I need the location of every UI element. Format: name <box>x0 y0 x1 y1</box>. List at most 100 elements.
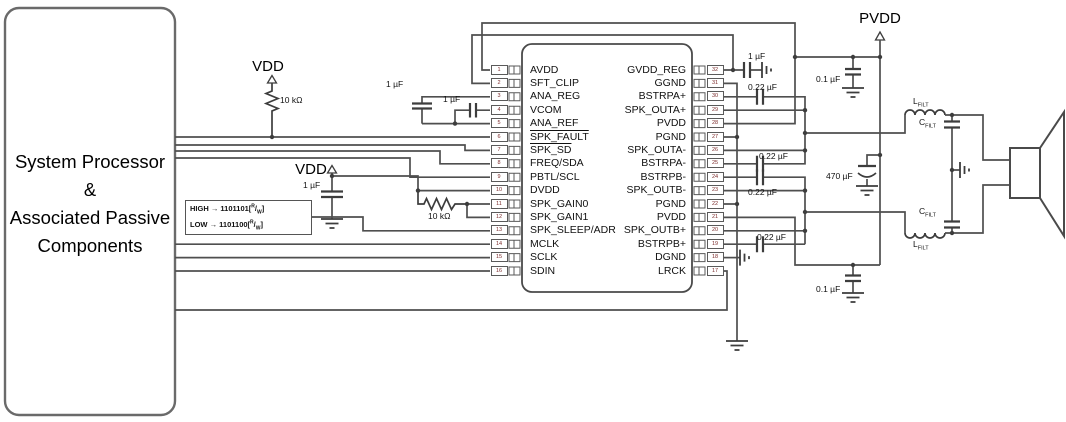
wire-lrck-return <box>175 270 728 311</box>
wire-spkoutbM <box>724 189 806 245</box>
pin-label-pgnd2: PGND <box>655 197 686 210</box>
pin-label-gvdd-reg: GVDD_REG <box>627 63 686 76</box>
wire-speaker <box>952 114 1010 234</box>
pin-number: 21 <box>706 211 724 222</box>
pin-number: 16 <box>490 265 508 276</box>
pin-label-dvdd: DVDD <box>530 184 560 197</box>
vdd-dvdd-label: VDD <box>295 161 327 178</box>
pin-number: 3 <box>490 91 508 102</box>
adr-close: ] <box>261 203 265 213</box>
pin-label-spk-sd: SPK_SD <box>530 144 572 157</box>
pin-number: 12 <box>490 211 508 222</box>
pin-label-pvdd2: PVDD <box>656 210 686 223</box>
pin-number: 29 <box>706 104 724 115</box>
pin-label-ana-reg: ANA_REG <box>530 90 581 103</box>
pin-label-spk-outb-minus: SPK_OUTB- <box>626 184 686 197</box>
pin-number: 10 <box>490 185 508 196</box>
pin-label-mclk: MCLK <box>530 237 560 250</box>
gain-resistor-value: 10 kΩ <box>428 211 451 221</box>
pin-label-spk-outa-plus: SPK_OUTA+ <box>624 103 686 116</box>
c-filt-bottom-label: CFILT <box>919 207 936 219</box>
processor-line: & <box>83 179 97 200</box>
cap-ana-reg <box>412 102 432 110</box>
pin-number: 30 <box>706 91 724 102</box>
cap-bulk-value: 470 µF <box>826 171 853 181</box>
pin-label-sdin: SDIN <box>530 264 556 277</box>
pin-label-dgnd: DGND <box>655 251 686 264</box>
l-filt-top-label: LFILT <box>913 97 929 109</box>
pin-number: 7 <box>490 145 508 156</box>
adr-low-text: LOW → 1101100[ <box>190 219 251 229</box>
pin-number: 13 <box>490 225 508 236</box>
pin-label-bstrpb-minus: BSTRPB- <box>640 170 686 183</box>
l-filt-bottom-label: LFILT <box>913 240 929 252</box>
adr-rw-sub: W <box>257 209 262 215</box>
pin-label-avdd: AVDD <box>530 63 559 76</box>
wire-bstrpb-minus <box>724 176 806 191</box>
adr-rw-sup: R <box>251 203 255 209</box>
speaker-icon <box>1009 108 1065 240</box>
pin-number: 23 <box>706 185 724 196</box>
adr-close: ] <box>260 219 263 229</box>
system-processor-box <box>3 6 177 417</box>
wire-bstrpa-minus <box>724 150 806 165</box>
cap-bstrpa-minus-value: 0.22 µF <box>759 151 788 161</box>
ground-pvdd-bottom <box>842 292 864 303</box>
pin-label-spk-fault: SPK_FAULT <box>530 130 589 143</box>
pin-number: 6 <box>490 131 508 142</box>
pin-number: 1 <box>490 64 508 75</box>
cap-bstrpa-plus-value: 0.22 µF <box>748 82 777 92</box>
cap-bstrpa-plus <box>755 88 765 105</box>
pin-number: 9 <box>490 171 508 182</box>
pin-number: 31 <box>706 78 724 89</box>
pin-label-ana-ref: ANA_REF <box>530 117 579 130</box>
processor-line: Components <box>37 235 143 256</box>
filter-bottom <box>805 170 960 239</box>
wire-dvdd-net <box>331 173 490 192</box>
pin-number: 19 <box>706 238 724 249</box>
adr-rw-slash: / <box>253 219 256 229</box>
wire-avdd-to-pvdd <box>481 22 796 125</box>
pin-number: 15 <box>490 252 508 263</box>
pin-number: 25 <box>706 158 724 169</box>
pin-label-spk-gain0: SPK_GAIN0 <box>530 197 589 210</box>
processor-line: System Processor <box>14 151 166 172</box>
cap-vcom-value: 1 µF <box>443 94 461 104</box>
wire-spksd <box>175 144 490 152</box>
pin-number: 14 <box>490 238 508 249</box>
cap-bstrpb-plus <box>755 236 765 253</box>
adr-rw-slash: / <box>254 203 258 213</box>
l-filt-sub: FILT <box>917 245 929 252</box>
ground-dgnd <box>739 249 750 266</box>
pin-number: 11 <box>490 198 508 209</box>
cap-bstrpa-minus <box>755 155 765 172</box>
wire-freqsda <box>175 150 490 165</box>
cap-bstrpb-plus-value: 0.22 µF <box>757 232 786 242</box>
wire-ground-bus <box>724 82 738 341</box>
cap-bstrpb-minus-value: 0.22 µF <box>748 187 777 197</box>
pin-number: 32 <box>706 64 724 75</box>
c-filt-sub: FILT <box>925 123 937 130</box>
pin-label-pgnd: PGND <box>655 130 686 143</box>
cap-vcom <box>468 103 478 118</box>
amplifier-ic-box <box>521 43 693 293</box>
resistor-gain-10k <box>417 190 467 212</box>
l-filt-letter: L <box>913 239 918 249</box>
cap-bulk-470uf <box>857 164 877 178</box>
pin-label-vcom: VCOM <box>530 103 562 116</box>
wire-pvdd-rail <box>795 40 881 265</box>
pin-number: 18 <box>706 252 724 263</box>
cap-pvdd-bottom-value: 0.1 µF <box>816 284 841 294</box>
c-filt-letter: C <box>919 206 926 216</box>
adr-high-line: HIGH → 1101101[R/W] <box>190 202 311 218</box>
l-filt-sub: FILT <box>917 102 929 109</box>
pin-number: 20 <box>706 225 724 236</box>
pin-number: 4 <box>490 104 508 115</box>
ground-pvdd-top <box>842 87 864 98</box>
c-filt-letter: C <box>919 117 926 127</box>
pin-label-spk-gain1: SPK_GAIN1 <box>530 210 589 223</box>
ic-pin-numbers-right: 32 31 30 29 28 27 26 25 24 23 22 21 20 1… <box>706 63 724 277</box>
cap-pvdd-bottom <box>845 274 861 283</box>
pin-label-sclk: SCLK <box>530 251 558 264</box>
